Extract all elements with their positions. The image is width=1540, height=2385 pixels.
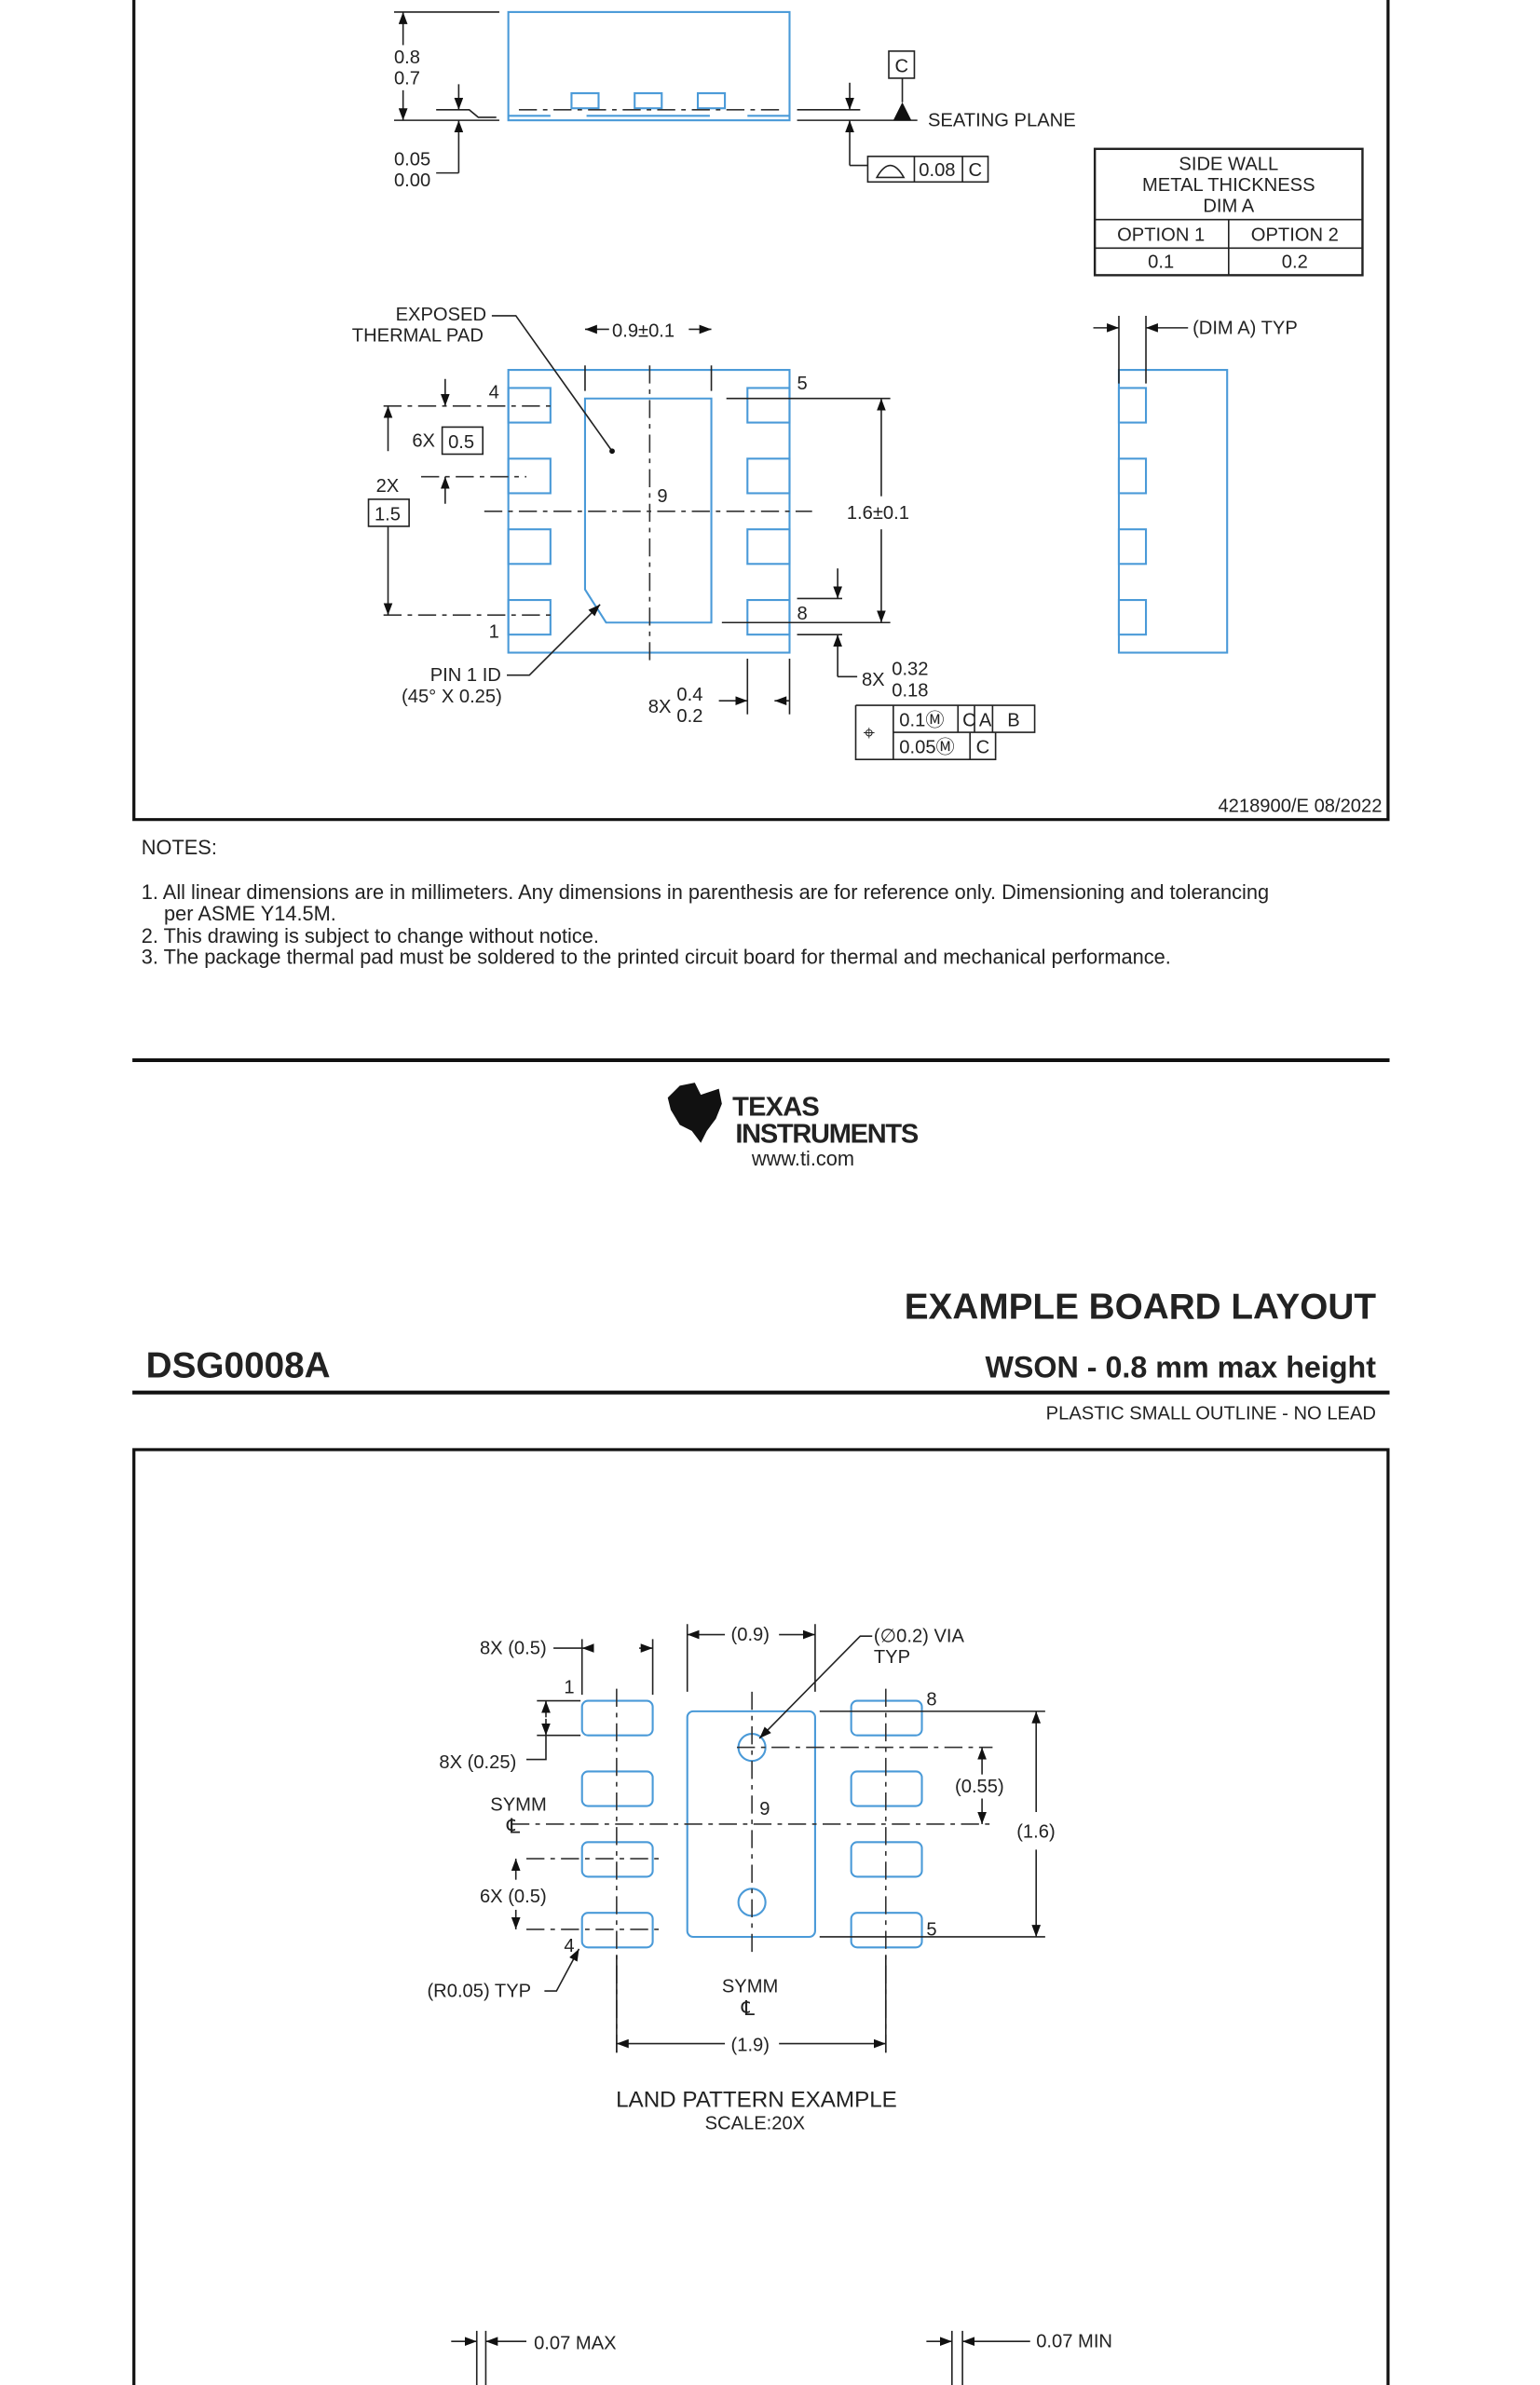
pin-number: 9 bbox=[657, 486, 667, 507]
radius-label: (R0.05) TYP bbox=[427, 1982, 531, 2002]
pin-number: 5 bbox=[926, 1919, 936, 1940]
pad9-width-dim: (0.9) bbox=[731, 1625, 770, 1645]
land-pattern-scale: SCALE:20X bbox=[705, 2114, 806, 2134]
gdt-datum: C bbox=[976, 738, 990, 758]
side-wall-view: (DIM A) TYP bbox=[1093, 315, 1298, 654]
height-min: 0.7 bbox=[394, 68, 420, 89]
standoff-max: 0.05 bbox=[394, 150, 430, 170]
outline-frame bbox=[132, 0, 1390, 822]
pin1-chamfer: (45° X 0.25) bbox=[402, 687, 502, 707]
package-subtitle: PLASTIC SMALL OUTLINE - NO LEAD bbox=[1046, 1404, 1376, 1424]
lead-width-min: 0.18 bbox=[892, 680, 928, 701]
pin-number: 4 bbox=[564, 1936, 574, 1956]
pitch-count: 6X bbox=[412, 430, 435, 451]
layout-frame bbox=[132, 1448, 1390, 2385]
pin-number: 8 bbox=[926, 1689, 936, 1710]
centerline-icon: ℄ bbox=[506, 1815, 521, 1838]
note-item: 1. All linear dimensions are in millimet… bbox=[142, 880, 1269, 904]
lead-length-max: 0.4 bbox=[676, 685, 702, 705]
pad-height-dim: 1.6±0.1 bbox=[847, 503, 909, 524]
standoff-min: 0.00 bbox=[394, 170, 430, 191]
package-name: WSON - 0.8 mm max height bbox=[985, 1351, 1376, 1384]
land-pattern-title: LAND PATTERN EXAMPLE bbox=[616, 2087, 897, 2112]
logo-text: INSTRUMENTS bbox=[735, 1120, 918, 1150]
note-item: per ASME Y14.5M. bbox=[142, 902, 336, 925]
flatness-icon bbox=[875, 164, 906, 179]
lead-width-count: 8X bbox=[862, 670, 885, 690]
height-max: 0.8 bbox=[394, 48, 420, 68]
pad-width-dim: 8X (0.25) bbox=[439, 1752, 516, 1773]
texas-shape-icon bbox=[667, 1083, 722, 1143]
mask-max-label: 0.07 MAX bbox=[534, 2333, 617, 2353]
flatness-datum: C bbox=[969, 160, 983, 181]
pitch-value: 0.5 bbox=[448, 432, 474, 453]
notes: NOTES: 1. All linear dimensions are in m… bbox=[142, 836, 1269, 969]
flatness-value: 0.08 bbox=[919, 160, 955, 181]
section-title: EXAMPLE BOARD LAYOUT bbox=[905, 1288, 1377, 1328]
symm-label: SYMM bbox=[722, 1977, 778, 1997]
pin1-id-label: PIN 1 ID bbox=[430, 665, 501, 686]
table-title: METAL THICKNESS bbox=[1142, 175, 1315, 196]
pad-length-dim: 8X (0.5) bbox=[480, 1639, 547, 1659]
exposed-pad-label: EXPOSED bbox=[396, 305, 486, 325]
table-header: OPTION 2 bbox=[1251, 225, 1339, 245]
side-wall-table: SIDE WALL METAL THICKNESS DIM A OPTION 1… bbox=[1093, 147, 1364, 277]
via-pitch-dim: (0.55) bbox=[955, 1777, 1004, 1797]
table-title: SIDE WALL bbox=[1179, 154, 1278, 174]
seating-plane-label: SEATING PLANE bbox=[928, 111, 1076, 131]
table-cell: 0.1 bbox=[1148, 252, 1174, 272]
pin-number: 4 bbox=[489, 383, 499, 403]
pin-number: 8 bbox=[797, 604, 808, 624]
position-icon: ⌖ bbox=[864, 721, 875, 744]
lead-length-count: 8X bbox=[648, 697, 672, 717]
via-label: (∅0.2) VIA bbox=[874, 1627, 965, 1647]
span-count: 2X bbox=[376, 476, 400, 497]
note-item: 3. The package thermal pad must be solde… bbox=[142, 946, 1171, 969]
dim-a-label: (DIM A) TYP bbox=[1192, 318, 1298, 338]
gdt-datum: A bbox=[979, 711, 992, 731]
lead-width-max: 0.32 bbox=[892, 660, 928, 680]
gdt-datum: B bbox=[1007, 711, 1019, 731]
table-title: DIM A bbox=[1203, 197, 1254, 217]
centerline-icon: ℄ bbox=[741, 1997, 756, 2020]
span-value: 1.5 bbox=[375, 504, 401, 525]
exposed-pad-label: THERMAL PAD bbox=[352, 325, 484, 346]
pin-number: 5 bbox=[797, 374, 808, 394]
table-header: OPTION 1 bbox=[1117, 225, 1205, 245]
note-item: 2. This drawing is subject to change wit… bbox=[142, 924, 599, 947]
pin-number: 1 bbox=[564, 1678, 574, 1698]
pad-pitch-dim: 6X (0.5) bbox=[480, 1887, 547, 1907]
pad9-height-dim: (1.6) bbox=[1016, 1821, 1055, 1842]
mask-min-label: 0.07 MIN bbox=[1036, 2332, 1112, 2352]
logo-text: TEXAS bbox=[732, 1093, 819, 1123]
side-view: 0.8 0.7 0.05 0.00 C SEATING PLANE 0.08 C bbox=[393, 10, 1076, 191]
pad-width-dim: 0.9±0.1 bbox=[612, 321, 675, 342]
solder-mask-details: 0.07 MAX 0.07 MIN bbox=[451, 2330, 1112, 2385]
notes-heading: NOTES: bbox=[142, 836, 217, 859]
datum-c: C bbox=[894, 56, 908, 76]
symm-label: SYMM bbox=[490, 1794, 546, 1815]
lead-length-min: 0.2 bbox=[676, 706, 702, 727]
pin-number: 1 bbox=[489, 621, 499, 642]
gdt-tolerance: 0.1Ⓜ bbox=[899, 710, 944, 731]
pin-number: 9 bbox=[759, 1799, 770, 1819]
land-pattern: 8X (0.5) 8X (0.25) 6X (0.5) SYMM ℄ SYMM … bbox=[427, 1624, 1056, 2134]
drawing-number: 4218900/E 08/2022 bbox=[1218, 797, 1382, 817]
gdt-datum: C bbox=[962, 711, 976, 731]
span-dim: (1.9) bbox=[731, 2036, 770, 2056]
gdt-tolerance: 0.05Ⓜ bbox=[899, 737, 954, 758]
table-cell: 0.2 bbox=[1282, 252, 1308, 272]
part-number: DSG0008A bbox=[146, 1346, 331, 1386]
ti-logo: TEXAS INSTRUMENTS bbox=[667, 1083, 920, 1150]
bottom-view: EXPOSED THERMAL PAD 0.9±0.1 1.6±0.1 4 1 … bbox=[352, 305, 1036, 760]
website-link[interactable]: www.ti.com bbox=[751, 1147, 854, 1170]
via-label: TYP bbox=[874, 1647, 910, 1668]
